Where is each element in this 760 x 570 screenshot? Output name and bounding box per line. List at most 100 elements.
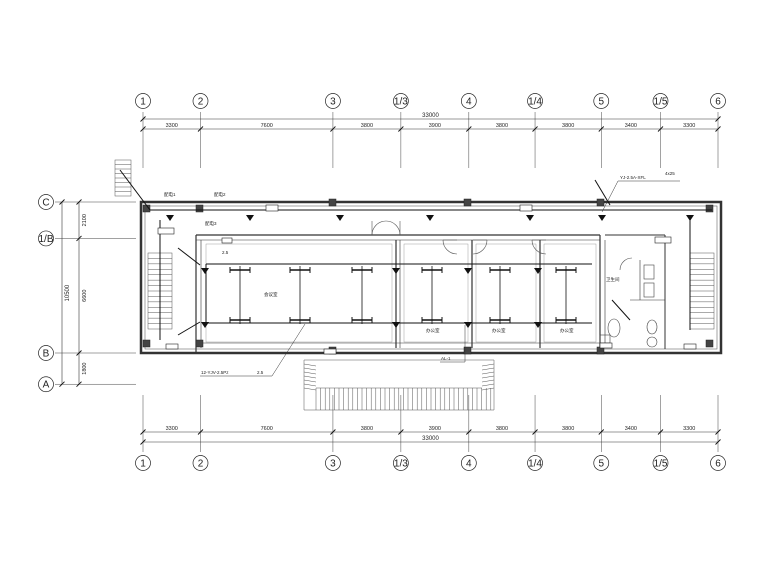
dimension-tick xyxy=(715,116,721,122)
wall-lamp-icon xyxy=(246,215,254,221)
axis-bubble xyxy=(325,455,341,471)
dimension-value: 1800 xyxy=(82,362,88,374)
dimension-value: 7600 xyxy=(261,426,273,432)
door-swings xyxy=(371,220,633,271)
dimension-tick xyxy=(657,126,664,132)
axis-bubble xyxy=(652,93,669,109)
axis-label: 1/4 xyxy=(528,97,542,108)
dimension-tick xyxy=(59,199,65,205)
dimension-value: 3300 xyxy=(683,123,695,129)
axis-label: 1/4 xyxy=(528,459,542,470)
axis-label: 4 xyxy=(466,97,472,108)
axis-label: 5 xyxy=(598,459,604,470)
axis-label: 2 xyxy=(198,459,204,470)
dimension-tick xyxy=(466,126,472,132)
dimension-value: 3900 xyxy=(429,426,441,432)
dimension-value: 7600 xyxy=(261,123,273,129)
dimension-tick xyxy=(398,429,404,435)
building-outline xyxy=(139,200,723,355)
axis-label: A xyxy=(43,380,50,391)
dimension-value: 3900 xyxy=(429,123,441,129)
dimension-tick xyxy=(140,126,146,132)
light-fixtures xyxy=(229,266,577,324)
wall-lamp-icon xyxy=(464,322,472,328)
dimension-tick xyxy=(140,439,146,445)
cable-annotation-top: YJ-2.5A-XFL 4x25 xyxy=(601,171,680,213)
axis-bubble xyxy=(710,93,726,109)
wall-lamp-icon xyxy=(464,268,472,274)
porch-tread xyxy=(303,375,317,379)
axis-bubble xyxy=(38,194,54,210)
axis-bubble xyxy=(38,230,54,247)
dimension-tick xyxy=(76,235,82,242)
axis-label: 6 xyxy=(715,459,721,470)
wall-lamp-icon xyxy=(534,322,542,328)
wall-lamp-icon xyxy=(201,322,209,328)
axis-bubble xyxy=(527,455,543,471)
wall-lamp-icon xyxy=(392,268,400,274)
wall-lamp-icon xyxy=(392,322,400,328)
dimension-total: 10500 xyxy=(65,284,71,301)
dimension-value: 3300 xyxy=(683,426,695,432)
porch-tread xyxy=(481,387,495,391)
wall-lamp-icon xyxy=(336,215,344,221)
axis-label: 1/B xyxy=(38,234,53,245)
porch-tread xyxy=(303,379,317,383)
dimension-tick xyxy=(330,126,336,132)
porch-tread xyxy=(481,379,495,383)
dimension-value: 6600 xyxy=(82,290,88,302)
wall-lamp-icon xyxy=(426,215,434,221)
wiring-runs xyxy=(119,169,712,340)
wall-lamp-icon xyxy=(166,215,174,221)
axis-label: 4 xyxy=(466,459,472,470)
dimension-total: 33000 xyxy=(422,436,439,442)
porch-tread xyxy=(481,371,495,375)
porch-tread xyxy=(303,367,317,371)
dimension-value: 2100 xyxy=(82,214,88,226)
axis-bubble xyxy=(192,93,209,109)
axis-label: 3 xyxy=(330,97,336,108)
axis-label: 3 xyxy=(330,459,336,470)
axis-label: 1/3 xyxy=(394,97,408,108)
cable-label-top: YJ-2.5A-XFL xyxy=(620,175,646,180)
dimension-tick xyxy=(715,429,721,435)
axis-label: 1 xyxy=(140,97,146,108)
wall-lamp-icon xyxy=(598,215,606,221)
dimension-tick xyxy=(76,199,82,205)
panel-label-lower: AL-1 xyxy=(441,356,451,361)
dimension-tick xyxy=(598,429,605,435)
porch-tread xyxy=(303,363,317,367)
dimension-value: 3800 xyxy=(361,426,373,432)
dimension-line-left: 2100 6600 1800 10500 xyxy=(55,199,136,388)
cable-value-bottom: 2.5 xyxy=(257,370,264,375)
wall-lamp-icon xyxy=(534,268,542,274)
porch-tread xyxy=(481,383,495,387)
axis-bubble xyxy=(710,455,726,471)
wall-lamp-icon xyxy=(686,215,694,221)
axis-bubble xyxy=(393,455,409,471)
wall-lamps xyxy=(166,215,694,328)
dimension-tick xyxy=(532,126,538,132)
porch-tread xyxy=(481,363,495,367)
dimension-value: 3800 xyxy=(361,123,373,129)
dimension-tick xyxy=(398,126,404,132)
cable-value-top: 4x25 xyxy=(665,171,675,176)
axis-label: 1/5 xyxy=(654,97,668,108)
stair-exterior-topleft xyxy=(114,159,132,197)
axis-bubble xyxy=(135,455,151,471)
stair-right xyxy=(689,252,715,330)
axis-bubble xyxy=(460,455,477,471)
axis-bubble xyxy=(652,455,669,471)
cable-label-bottom: 12-YJV-2.5Pz xyxy=(201,370,229,375)
box-label-3: 配电3 xyxy=(205,220,217,227)
axis-label: 1 xyxy=(140,459,146,470)
axis-bubble xyxy=(192,455,209,471)
axis-bubble xyxy=(460,93,477,109)
room-label-toilet: 卫生间 xyxy=(606,276,620,283)
room-label-office-3: 办公室 xyxy=(560,327,574,334)
axis-label: 6 xyxy=(715,97,721,108)
dimension-tick xyxy=(466,429,472,435)
